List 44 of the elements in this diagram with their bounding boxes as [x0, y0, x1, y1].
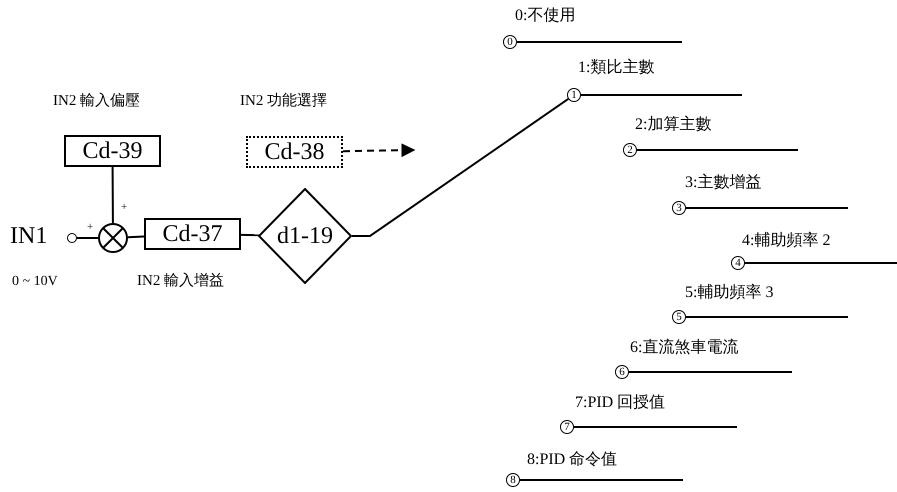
contact-line — [520, 479, 683, 481]
parameter-label: 6:直流煞車電流 — [630, 340, 738, 356]
parameter-label: IN2 輸入增益 — [137, 274, 224, 289]
parameter-label: 5:輔助頻率 3 — [685, 285, 774, 301]
parameter-diamond: d1-19 — [258, 188, 352, 284]
contact-line — [686, 207, 848, 209]
contact-line — [574, 426, 737, 428]
contact-line — [517, 41, 682, 43]
contact-line — [637, 149, 798, 151]
parameter-label: 4:輔助頻率 2 — [742, 233, 830, 249]
signal-line — [128, 235, 144, 238]
parameter-label: 1:類比主數 — [578, 60, 654, 76]
switch-contact: 0 — [503, 35, 517, 49]
sign-label: + — [121, 202, 128, 213]
parameter-box: Cd-37 — [144, 218, 241, 250]
range-label: 0 ~ 10V — [12, 275, 58, 289]
parameter-label: 0:不使用 — [515, 8, 576, 24]
switch-contact: 5 — [672, 310, 686, 324]
input-label: IN1 — [10, 224, 48, 248]
signal-line — [240, 234, 259, 236]
switch-contact: 8 — [506, 473, 520, 487]
switch-contact: 2 — [623, 143, 637, 157]
contact-line — [629, 371, 792, 373]
contact-line — [581, 94, 742, 96]
switch-contact: 3 — [672, 201, 686, 215]
signal-line — [112, 167, 114, 223]
arrow — [342, 143, 416, 158]
parameter-box: Cd-38 — [246, 136, 343, 168]
parameter-box: Cd-39 — [64, 135, 161, 167]
parameter-label: IN2 功能選擇 — [240, 94, 328, 109]
switch-contact: 6 — [615, 365, 629, 379]
switch-contact: 1 — [567, 88, 581, 102]
sign-label: + — [87, 222, 94, 233]
parameter-label: 7:PID 回授值 — [575, 395, 666, 411]
switch-contact: 7 — [560, 420, 574, 434]
parameter-label: 3:主數增益 — [685, 175, 762, 191]
parameter-label: IN2 輸入偏壓 — [53, 94, 140, 109]
signal-line — [77, 237, 98, 239]
parameter-label: 2:加算主數 — [635, 117, 712, 133]
signal-line — [352, 98, 569, 237]
contact-line — [745, 262, 897, 264]
switch-contact: 4 — [731, 256, 745, 270]
contact-line — [686, 316, 848, 318]
parameter-label: 8:PID 命令值 — [527, 452, 618, 468]
